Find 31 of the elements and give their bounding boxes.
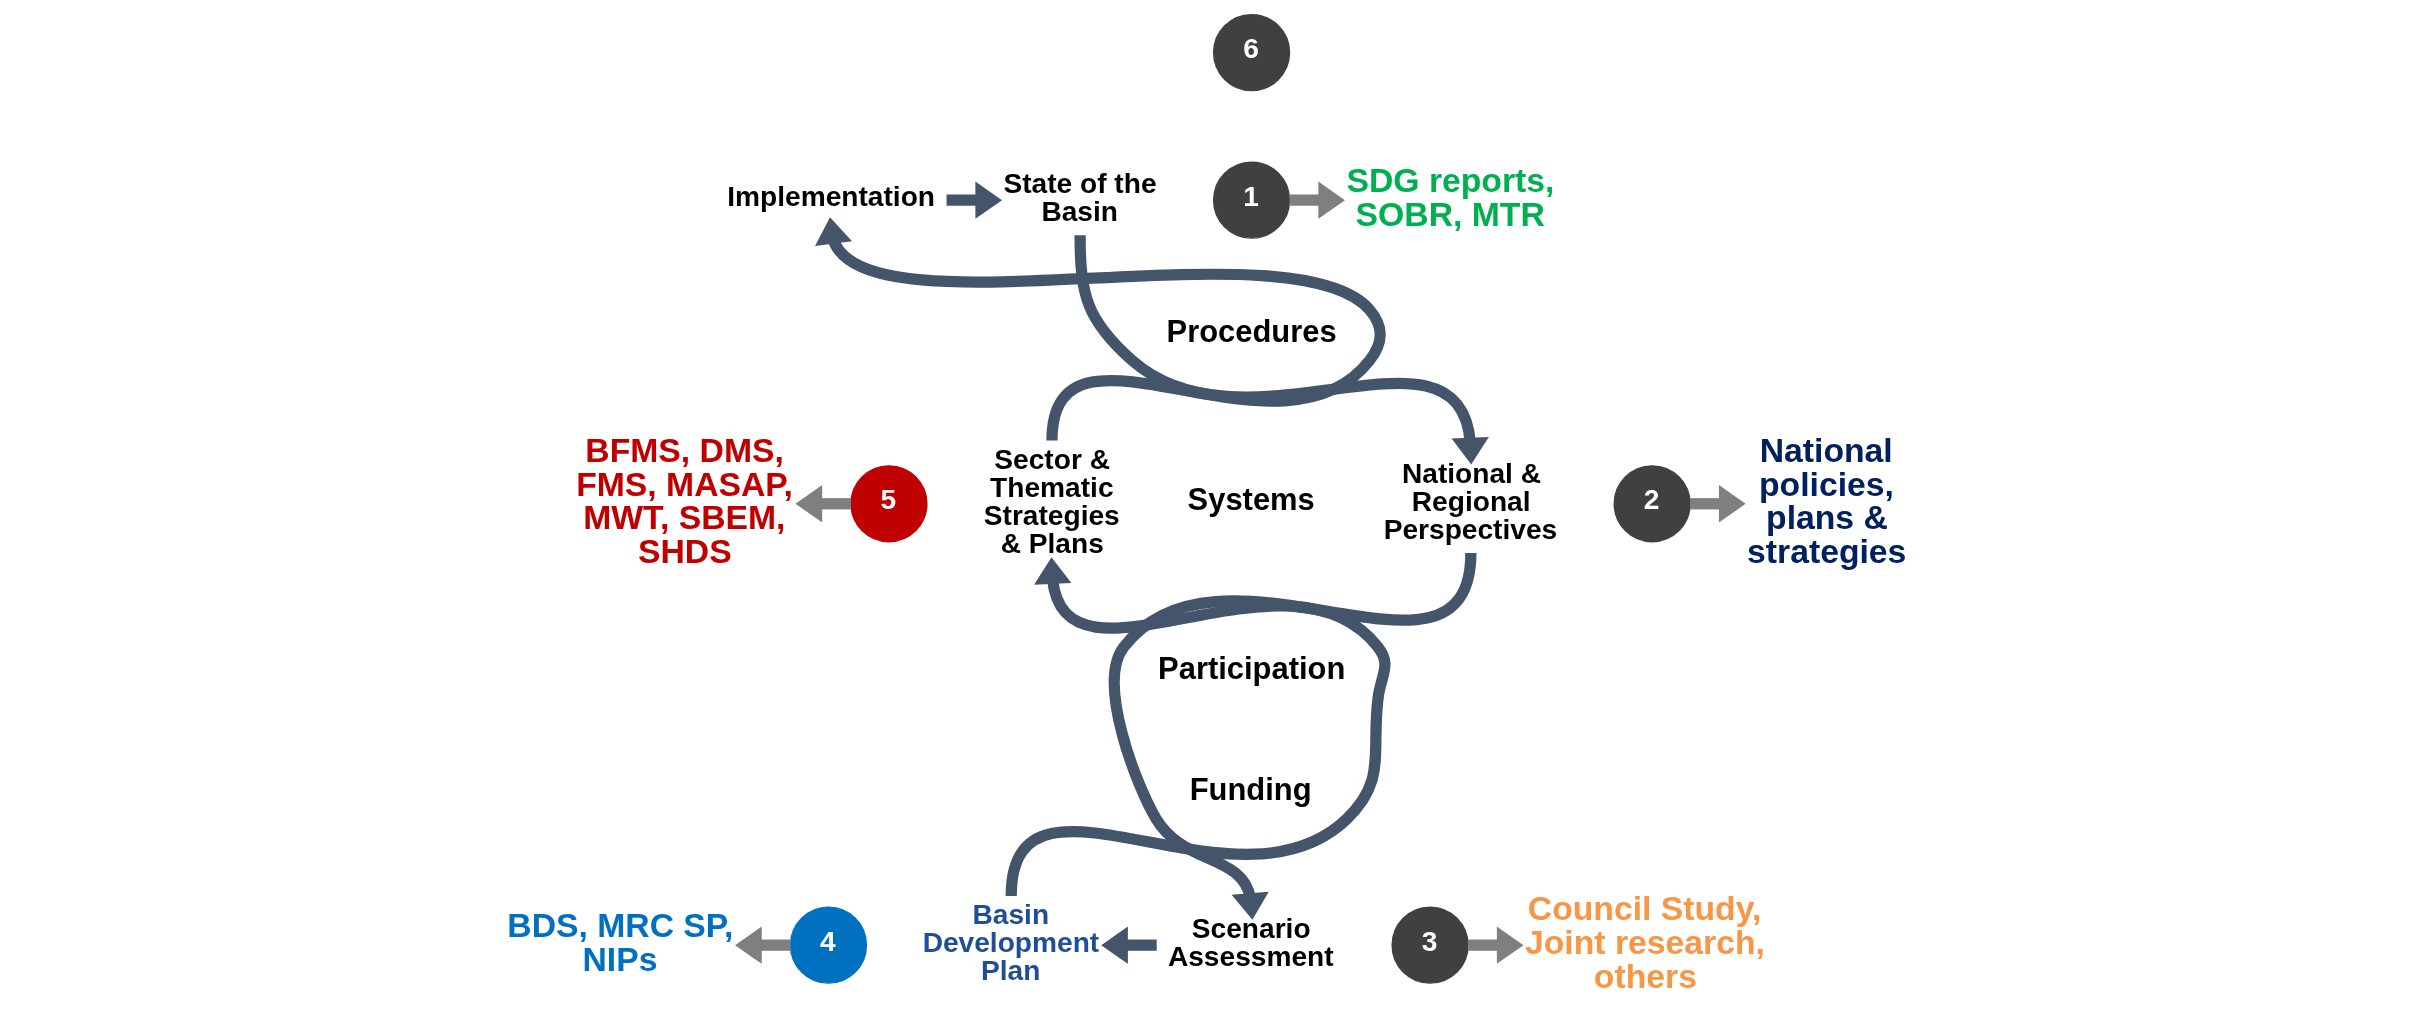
node-circle: 5 — [849, 464, 928, 542]
arrow — [1689, 484, 1746, 522]
arrow — [1289, 181, 1345, 219]
node-circle: 2 — [1613, 464, 1691, 542]
node-text: BDS, MRC SP, NIPs — [506, 905, 733, 978]
node-text: Basin Development Plan — [922, 898, 1099, 986]
node-circle: 4 — [789, 906, 867, 984]
node-text: Council Study, Joint research, others — [1524, 888, 1765, 995]
node-text: Sector & Thematic Strategies & Plans — [983, 443, 1120, 559]
label: Funding — [1189, 771, 1312, 807]
arrow — [946, 181, 1002, 219]
node-circle: 6 — [1212, 13, 1290, 91]
label: Systems — [1187, 481, 1315, 517]
node-circle: 1 — [1212, 161, 1290, 239]
arrow — [1073, 234, 1489, 464]
arrow — [1100, 926, 1157, 964]
arrow — [1467, 926, 1524, 964]
arrow — [1005, 556, 1390, 897]
arrow — [795, 484, 851, 522]
node-text: Scenario Assessment — [1167, 912, 1334, 972]
node-circle: 3 — [1390, 906, 1469, 984]
arrow — [734, 926, 791, 964]
node-text: SDG reports, SOBR, MTR — [1345, 160, 1554, 233]
node-text: National & Regional Perspectives — [1383, 457, 1557, 545]
label: Participation — [1157, 650, 1345, 686]
node-text: BFMS, DMS, FMS, MASAP, MWT, SBEM, SHDS — [575, 430, 793, 570]
node-text: National policies, plans & strategies — [1746, 430, 1906, 570]
node-text: State of the Basin — [1002, 167, 1157, 227]
label: Procedures — [1166, 313, 1337, 349]
node-text: Implementation — [726, 180, 935, 212]
arrow — [1108, 551, 1476, 920]
